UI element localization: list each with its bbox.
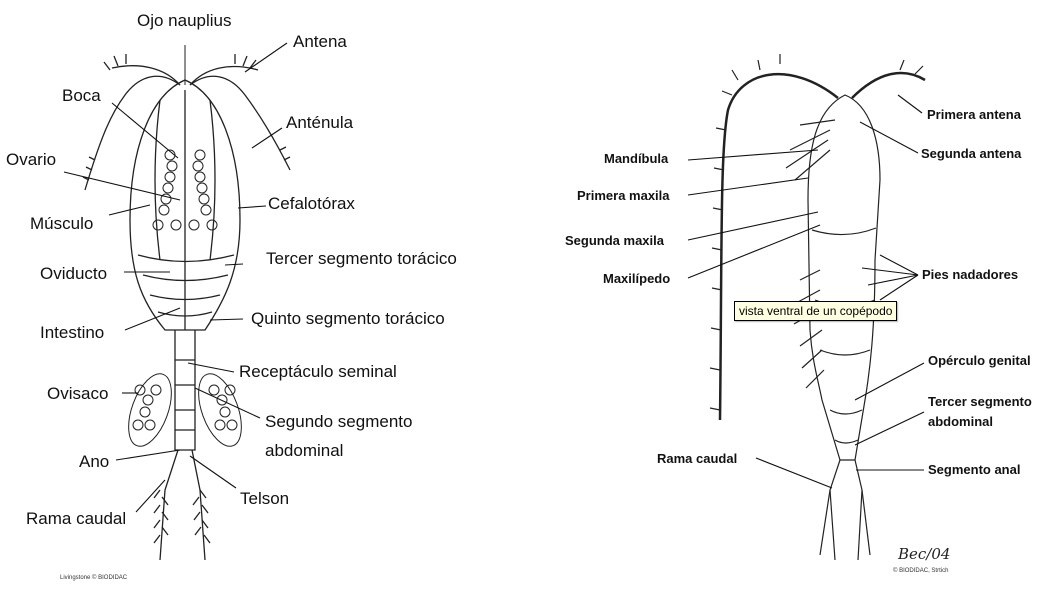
label-pies-nadadores: Pies nadadores [922, 267, 1018, 282]
label-operculo-genital: Opérculo genital [928, 353, 1031, 368]
label-rama-caudal-right: Rama caudal [657, 451, 737, 466]
label-mandibula: Mandíbula [604, 151, 668, 166]
tooltip: vista ventral de un copépodo [734, 301, 897, 321]
label-primera-maxila: Primera maxila [577, 188, 670, 203]
label-segunda-maxila: Segunda maxila [565, 233, 664, 248]
right-credit: © BIODIDAC, Strtich [893, 568, 948, 574]
label-tercer-segmento: Tercer segmento [928, 394, 1032, 409]
label-tercer-segmento-abdominal: abdominal [928, 414, 993, 429]
label-primera-antena: Primera antena [927, 107, 1021, 122]
label-segmento-anal: Segmento anal [928, 462, 1020, 477]
label-maxilipedo: Maxilípedo [603, 271, 670, 286]
label-segunda-antena: Segunda antena [921, 146, 1021, 161]
artist-signature: Bec/04 [898, 545, 950, 563]
